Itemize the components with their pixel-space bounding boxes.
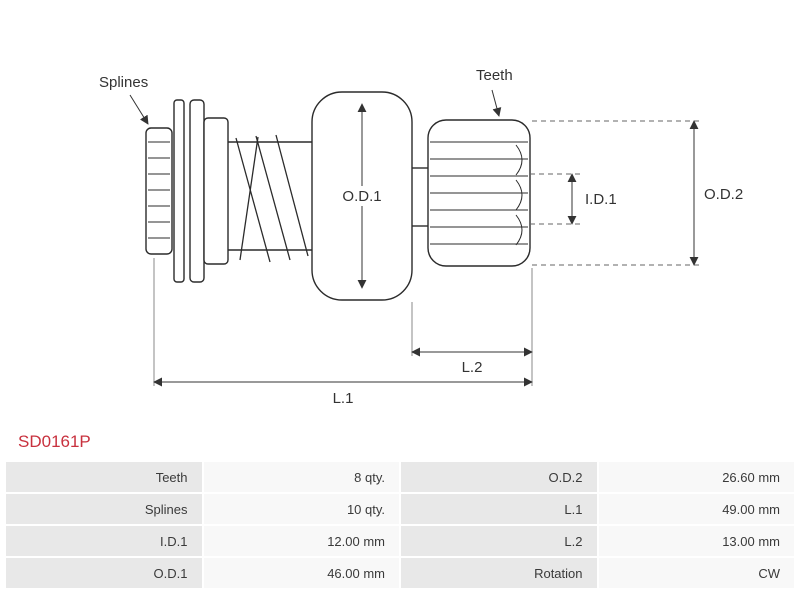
part-outline [145, 91, 531, 301]
spec-label: Teeth [6, 462, 202, 492]
spec-value: CW [598, 558, 794, 588]
l1-label: L.1 [333, 390, 354, 407]
spec-label: Splines [6, 494, 202, 524]
dim-l1: L.1 [153, 258, 533, 407]
spec-value: 12.00 mm [203, 526, 399, 556]
spec-value: 49.00 mm [598, 494, 794, 524]
teeth-label: Teeth [476, 67, 513, 84]
spec-label: L.2 [401, 526, 597, 556]
id1-label: I.D.1 [585, 191, 617, 208]
dim-od2: O.D.2 [532, 120, 743, 266]
spec-value: 26.60 mm [598, 462, 794, 492]
shaft [228, 141, 312, 251]
od2-label: O.D.2 [704, 186, 743, 203]
pinion-gear [427, 119, 531, 267]
technical-drawing-area: O.D.1 I.D.1 O.D.2 [99, 67, 743, 407]
spec-value: 10 qty. [203, 494, 399, 524]
spec-label: I.D.1 [6, 526, 202, 556]
spec-value: 46.00 mm [203, 558, 399, 588]
starter-drive-drawing: O.D.1 I.D.1 O.D.2 [99, 67, 743, 407]
l2-label: L.2 [462, 359, 483, 376]
spec-value: 13.00 mm [598, 526, 794, 556]
splined-shaft-tip [145, 127, 173, 255]
callout-teeth: Teeth [476, 67, 513, 117]
dim-id1: I.D.1 [530, 173, 617, 225]
callout-splines: Splines [99, 74, 149, 125]
splines-label: Splines [99, 74, 148, 91]
spec-label: O.D.1 [6, 558, 202, 588]
part-number: SD0161P [18, 432, 91, 451]
spec-table: Teeth 8 qty. O.D.2 26.60 mm Splines 10 q… [6, 462, 794, 588]
spec-value: 8 qty. [203, 462, 399, 492]
od1-label: O.D.1 [342, 188, 381, 205]
spec-label: L.1 [401, 494, 597, 524]
neck [412, 167, 428, 227]
spec-label: Rotation [401, 558, 597, 588]
dim-l2: L.2 [411, 268, 533, 386]
spec-label: O.D.2 [401, 462, 597, 492]
flange-discs [173, 99, 229, 283]
spring [235, 134, 309, 263]
dim-od1: O.D.1 [338, 103, 386, 289]
